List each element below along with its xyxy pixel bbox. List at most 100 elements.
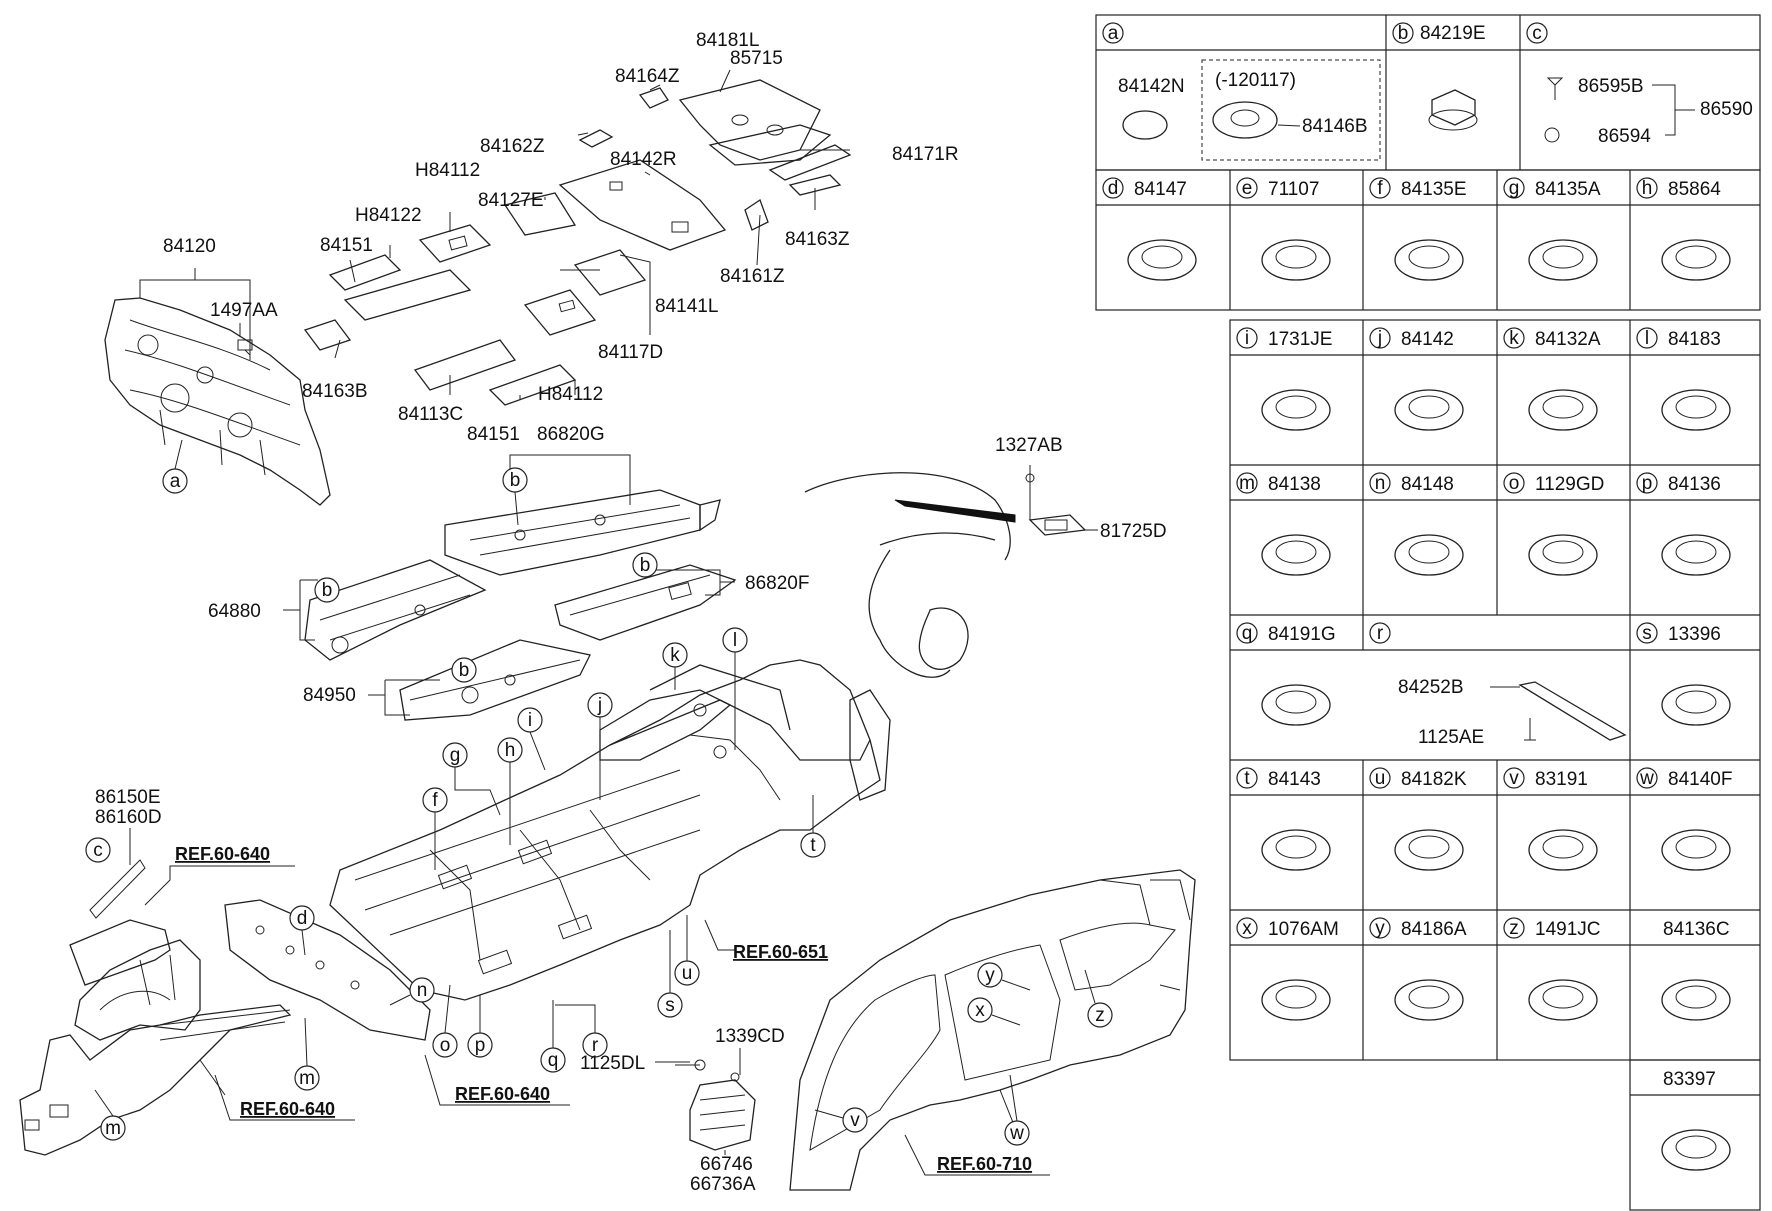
label-84162Z: 84162Z: [480, 136, 545, 157]
table-c-group: 86590: [1700, 99, 1753, 120]
table-part-number: 84148: [1401, 474, 1454, 495]
insulation-pads-drawing: [303, 79, 852, 406]
callout-g: h: [505, 740, 516, 761]
callout-k: l: [733, 630, 737, 651]
callout-h: i: [528, 710, 532, 731]
callout-m: m: [299, 1068, 315, 1089]
callout-s: s: [665, 995, 675, 1016]
label-66746: 66746: [700, 1154, 753, 1175]
table-letter: i: [1245, 328, 1249, 349]
table-r-part1: 84252B: [1398, 677, 1464, 698]
ref-60-710: REF.60-710: [937, 1154, 1032, 1174]
grommet-icon: [1394, 829, 1464, 871]
label-1125DL: 1125DL: [580, 1053, 645, 1074]
table-letter: f: [1377, 178, 1383, 199]
nut-icon: [1431, 89, 1476, 126]
table-part-number: 84183: [1668, 329, 1721, 350]
callout-d: d: [297, 908, 308, 929]
grommet-icon: [1528, 389, 1598, 431]
table-a-letter: a: [1108, 23, 1119, 44]
table-letter: q: [1242, 623, 1253, 644]
callout-b-3: b: [640, 555, 651, 576]
label-84163Z: 84163Z: [785, 229, 850, 250]
table-part-number: 1129GD: [1535, 474, 1604, 495]
table-b-letter: b: [1398, 23, 1409, 44]
label-84161Z: 84161Z: [720, 266, 785, 287]
table-part-number: 85864: [1668, 179, 1721, 200]
callout-i: j: [597, 695, 602, 716]
table-r-letter: r: [1377, 623, 1384, 644]
table-part-number: 84147: [1134, 179, 1187, 200]
callout-u: t: [810, 835, 816, 856]
grommet-icon: [1261, 239, 1331, 281]
dash-panel-drawing: [104, 297, 331, 506]
grommet-icon: [1127, 239, 1197, 281]
floor-callouts: g f h i j k l t d n m o p q r s u: [289, 627, 826, 1091]
label-84950: 84950: [303, 685, 356, 706]
table-part-number: 1491JC: [1535, 919, 1601, 940]
callout-c: c: [93, 840, 103, 861]
grommet-icon: [1528, 979, 1598, 1021]
grommet-icon: [1261, 684, 1331, 726]
table-letter: p: [1642, 473, 1653, 494]
screw-icon: [1546, 77, 1564, 100]
table-part-number: 84143: [1268, 769, 1321, 790]
table-part-number: 84132A: [1535, 329, 1601, 350]
table-cell-x23: 83397: [1661, 1069, 1731, 1171]
table-letter: s: [1642, 623, 1652, 644]
label-84151-lower: 84151: [467, 424, 520, 445]
table-r-part2: 1125AE: [1418, 727, 1484, 748]
table-part-number: 83397: [1663, 1069, 1716, 1090]
label-85715: 85715: [730, 48, 783, 69]
grommet-icon: [1661, 684, 1731, 726]
table-c-letter: c: [1532, 23, 1542, 44]
grommet-icon: [1661, 979, 1731, 1021]
table-letter: n: [1375, 473, 1386, 494]
table-b-part: 84219E: [1420, 23, 1486, 44]
label-86160D: 86160D: [95, 807, 162, 828]
label-84181L: 84181L: [696, 30, 759, 51]
table-a-note: (-120117): [1215, 70, 1296, 91]
grommet-icon: [1394, 389, 1464, 431]
label-84127E: 84127E: [478, 190, 544, 211]
callout-e: f: [432, 790, 438, 811]
trunk-lid-drawing: [804, 465, 1087, 678]
table-letter: t: [1244, 768, 1250, 789]
grommet-icon: [1661, 1129, 1731, 1171]
grommet-icon: [1661, 239, 1731, 281]
callout-v: v: [850, 1110, 860, 1131]
table-part-number: 84136C: [1663, 919, 1730, 940]
table-letter: k: [1509, 328, 1519, 349]
callout-r: r: [592, 1035, 599, 1056]
callout-p: p: [475, 1035, 486, 1056]
table-part-number: 84142: [1401, 329, 1454, 350]
label-84142R: 84142R: [610, 149, 677, 170]
table-part-number: 84138: [1268, 474, 1321, 495]
ref-60-640-mid: REF.60-640: [455, 1084, 550, 1104]
label-86820F: 86820F: [745, 573, 809, 594]
callout-b-4: b: [459, 660, 470, 681]
callout-b-2: b: [322, 580, 333, 601]
label-84113C: 84113C: [398, 404, 463, 425]
grommet-icon: [1261, 829, 1331, 871]
ref-60-640-left: REF.60-640: [240, 1099, 335, 1119]
under-covers-drawing: [304, 489, 737, 721]
label-84151-upper: 84151: [320, 235, 373, 256]
callout-a: a: [170, 471, 181, 492]
table-letter: u: [1375, 768, 1386, 789]
grommet-icon: [1394, 534, 1464, 576]
table-c-part2: 86594: [1598, 126, 1651, 147]
grommet-icon: [1661, 534, 1731, 576]
label-64880: 64880: [208, 601, 261, 622]
